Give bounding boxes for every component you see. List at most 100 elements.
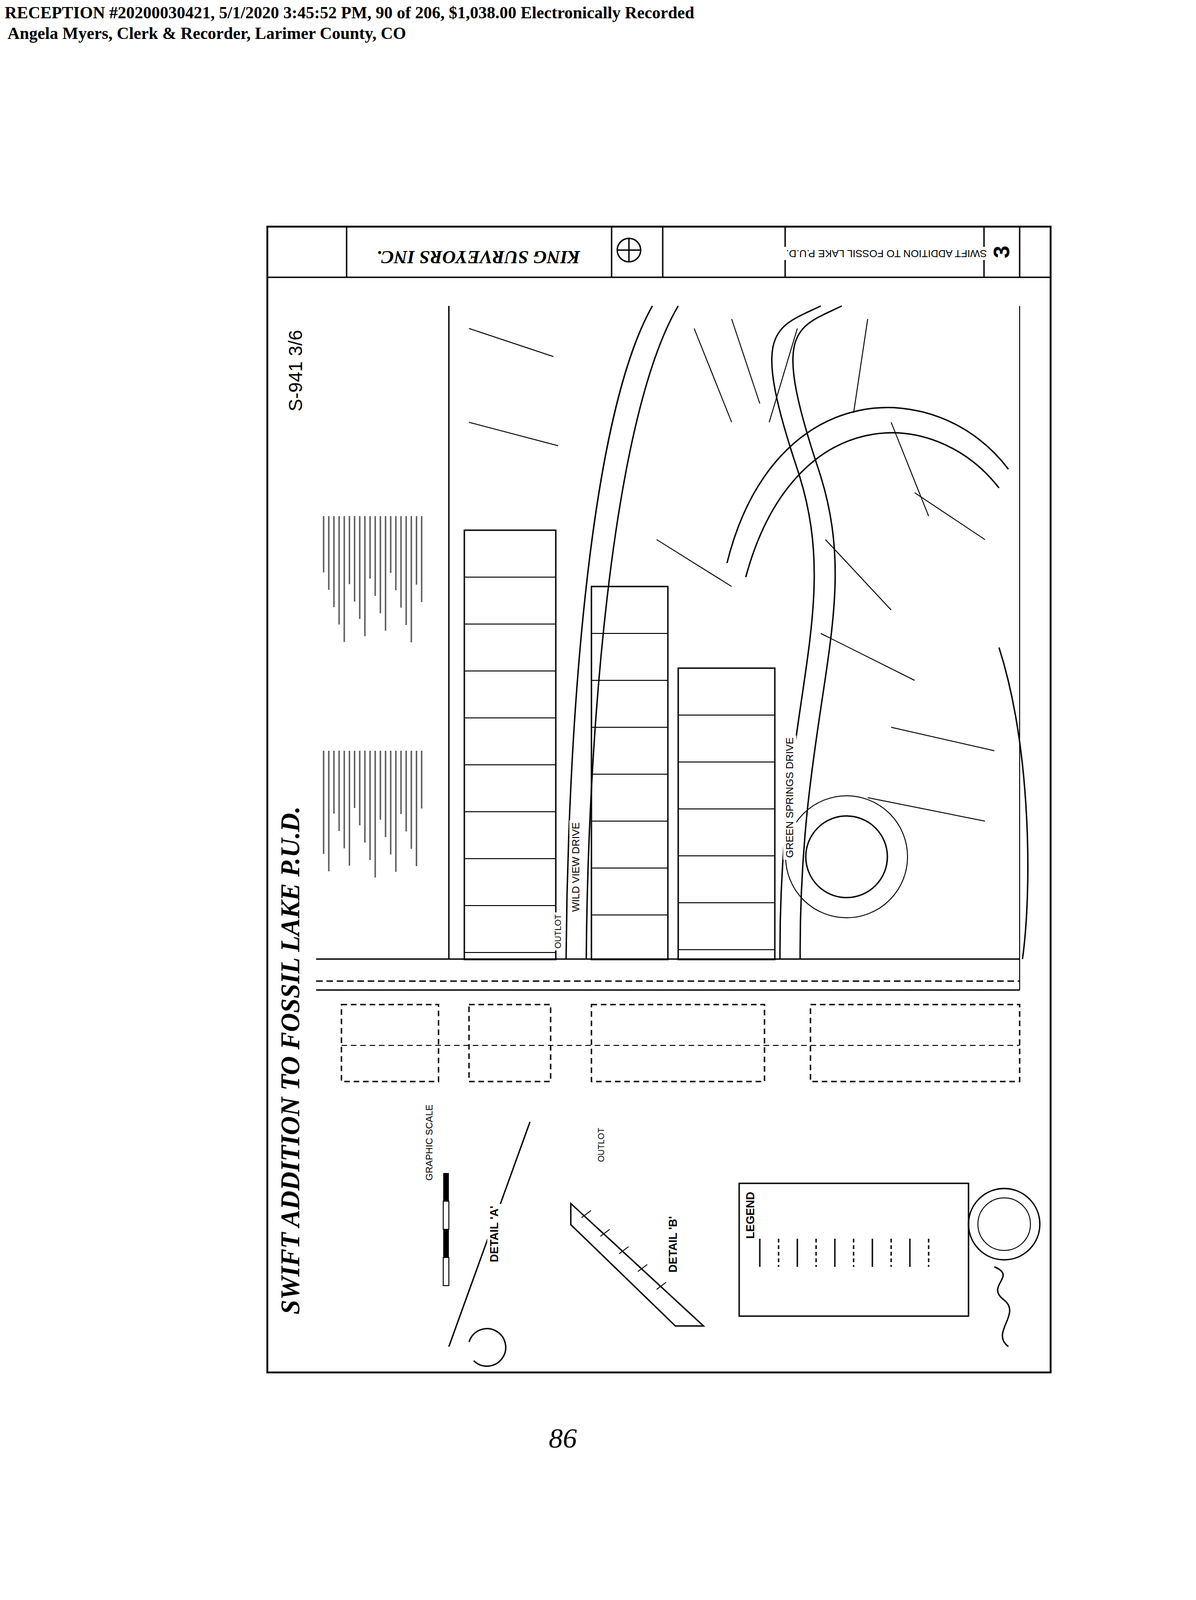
sheet-frame: [267, 226, 1051, 1372]
lot-line: [464, 857, 556, 859]
lot-line: [731, 318, 760, 404]
notes-text-stroke: [379, 515, 382, 614]
notes-text-stroke: [374, 750, 377, 878]
lot-line: [891, 726, 995, 751]
lot-line: [591, 867, 668, 869]
lot-line: [464, 764, 556, 765]
detail-label: DETAIL 'B': [666, 1213, 681, 1274]
lot-block: [678, 667, 775, 960]
sheet-index: 3: [988, 243, 1016, 261]
lot-line: [678, 761, 775, 763]
legend-sample: [928, 1238, 930, 1267]
lot-line: [914, 492, 985, 540]
notes-text-stroke: [359, 515, 361, 619]
notes-text-stroke: [374, 515, 377, 596]
notes-text-stroke: [416, 515, 418, 585]
street-line: [586, 305, 679, 959]
notes-text-stroke: [405, 750, 408, 832]
recording-stamp: Angela Myers, Clerk & Recorder, Larimer …: [7, 24, 407, 44]
notes-text-stroke: [364, 515, 366, 636]
street-line: [999, 647, 1029, 959]
notes-text-stroke: [385, 750, 387, 837]
street-name: WILD VIEW DRIVE: [569, 820, 583, 914]
lot-line: [464, 904, 556, 906]
plat-fine-detail: [323, 318, 995, 1267]
lot-line: [853, 318, 868, 413]
signature: [994, 1266, 1010, 1347]
sheet-title: SWIFT ADDITION TO FOSSIL LAKE P.U.D.: [275, 804, 307, 1317]
notes-text-stroke: [390, 750, 392, 855]
notes-text-stroke: [323, 515, 325, 573]
title-block-divider: [611, 226, 613, 278]
lot-line: [867, 797, 985, 821]
lot-block: [464, 529, 556, 960]
lot-line: [769, 328, 798, 423]
lot-line: [591, 726, 668, 728]
adjacent-parcel: [810, 1004, 1020, 1082]
parcel-line: [341, 1044, 1020, 1046]
title-block-line: [267, 276, 1051, 279]
lot-line: [464, 717, 556, 719]
notes-text-stroke: [328, 515, 330, 590]
detail-b-hatch: [581, 1210, 667, 1289]
notes-text-stroke: [421, 515, 423, 602]
notes-text-stroke: [338, 515, 341, 625]
street-line: [566, 305, 653, 959]
legend-sample: [890, 1238, 893, 1267]
north-arrow: [617, 238, 641, 262]
detail-label: DETAIL 'A': [487, 1203, 502, 1264]
notes-text-stroke: [348, 515, 351, 584]
notes-text-stroke: [395, 750, 397, 872]
surveyor-seal: [968, 1188, 1040, 1260]
cul-de-sac-lots: [785, 795, 908, 918]
detail-a-line: [448, 1121, 530, 1347]
detail-a-curve: [469, 1328, 506, 1366]
lot-line: [678, 808, 775, 810]
graphic-scale-bar: [443, 1172, 449, 1286]
notes-text-stroke: [421, 750, 423, 809]
boundary-line: [448, 305, 450, 959]
lot-line: [464, 576, 556, 578]
title-block-divider: [346, 226, 348, 278]
lot-line: [678, 948, 775, 950]
lot-line: [464, 670, 556, 672]
notes-text-stroke: [328, 750, 330, 871]
notes-text-stroke: [343, 515, 346, 642]
graphic-scale-label: GRAPHIC SCALE: [423, 1102, 436, 1182]
notes-text-stroke: [323, 750, 325, 854]
lot-line: [591, 773, 668, 775]
sheet-number: S-941 3/6: [284, 327, 307, 413]
lot-line: [469, 328, 554, 357]
notes-text-stroke: [364, 750, 366, 843]
adjacent-parcel: [469, 1004, 551, 1082]
legend-box: [739, 1182, 969, 1316]
notes-text-stroke: [333, 750, 335, 814]
notes-text-stroke: [338, 750, 341, 831]
legend-heading: LEGEND: [743, 1189, 758, 1241]
notes-text-stroke: [390, 515, 392, 573]
lot-line: [464, 951, 556, 953]
outlot-label: OUTLOT: [552, 911, 565, 950]
legend-sample: [759, 1238, 761, 1267]
title-block-divider: [662, 226, 664, 278]
notes-text-stroke: [354, 750, 356, 808]
surveyor-name: KING SURVEYORS INC.: [374, 245, 583, 269]
surveyor-seal: [977, 1197, 1031, 1250]
road-line: [316, 989, 1020, 991]
lot-line: [469, 422, 559, 446]
notes-text-stroke: [400, 515, 402, 608]
notes-text-stroke: [410, 750, 413, 849]
notes-text-stroke: [359, 750, 361, 826]
legend-sample: [909, 1238, 911, 1267]
legend-sample: [815, 1238, 818, 1267]
notes-text-stroke: [348, 750, 351, 866]
lot-line: [678, 901, 775, 903]
north-arrow: [628, 238, 630, 262]
notes-text-stroke: [395, 515, 397, 591]
lot-line: [891, 422, 929, 516]
lot-line: [464, 810, 556, 812]
cul-de-sac: [805, 815, 888, 898]
street-name: GREEN SPRINGS DRIVE: [783, 735, 797, 860]
title-block-title: SWIFT ADDITION TO FOSSIL LAKE P.U.D.: [784, 246, 989, 260]
